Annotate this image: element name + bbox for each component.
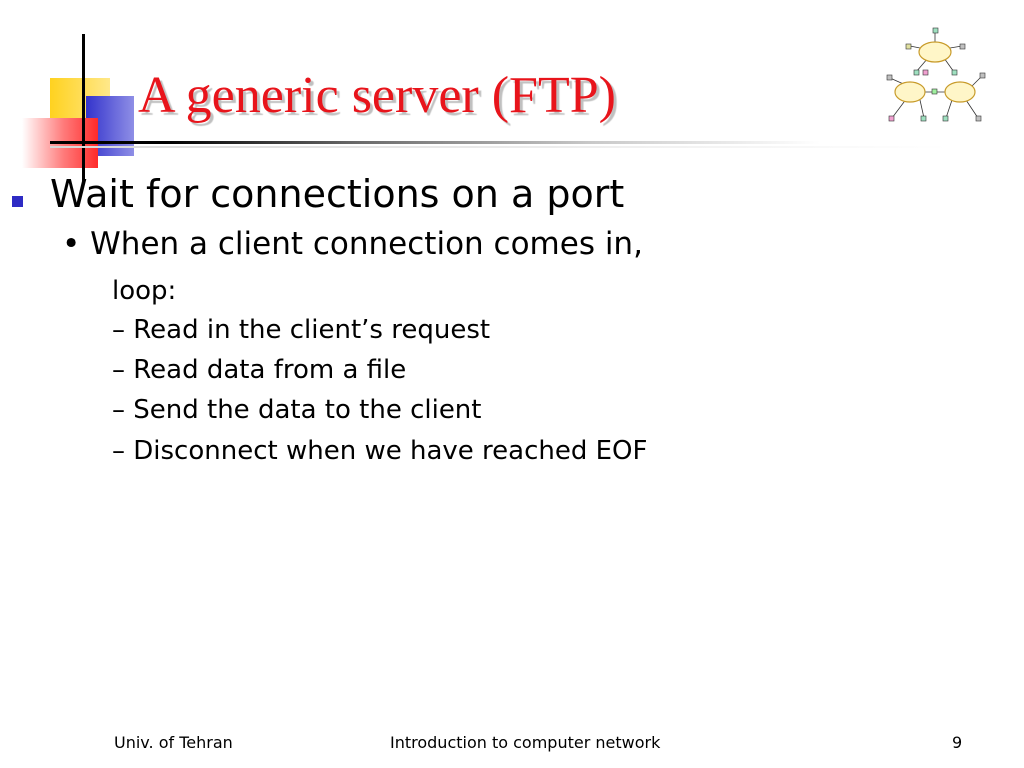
footer-institution: Univ. of Tehran	[114, 733, 233, 752]
bullet-level3-item: – Read in the client’s request	[112, 315, 491, 345]
dot-bullet-icon: •	[62, 226, 81, 262]
bullet-level3-item: – Send the data to the client	[112, 395, 482, 425]
bullet-level2: • When a client connection comes in,	[62, 226, 643, 262]
accent-vertical-line	[82, 34, 85, 184]
bullet-level3-item: – Disconnect when we have reached EOF	[112, 436, 648, 466]
footer-course-title: Introduction to computer network	[390, 733, 661, 752]
footer-page-number: 9	[952, 733, 963, 752]
slide-title: A generic server (FTP)	[138, 67, 616, 124]
bullet-level3-item: – Read data from a file	[112, 355, 407, 385]
bullet-level1-text: Wait for connections on a port	[50, 172, 625, 216]
bullet-level3-item: loop:	[112, 276, 177, 306]
square-bullet-icon	[12, 196, 23, 207]
bullet-level2-text: When a client connection comes in,	[90, 226, 643, 262]
network-clouds-icon	[886, 27, 986, 122]
title-underline	[50, 141, 820, 144]
title-underline-shadow	[50, 146, 950, 148]
